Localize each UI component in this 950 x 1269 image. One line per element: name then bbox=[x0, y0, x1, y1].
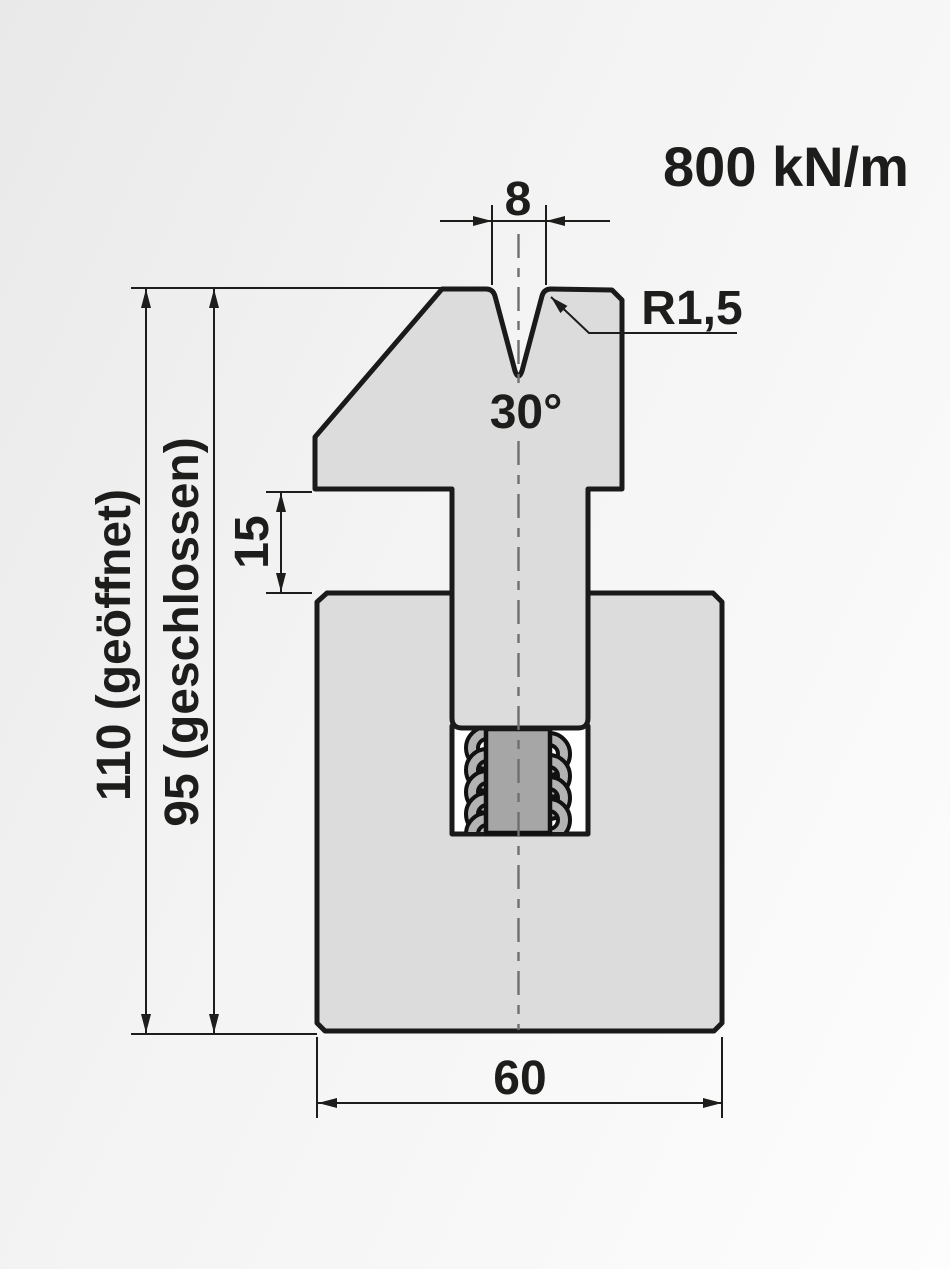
coil-spring bbox=[464, 729, 572, 832]
load-rating-label: 800 kN/m bbox=[663, 135, 909, 198]
dim-closed-height-label: 95 (geschlossen) bbox=[156, 437, 209, 826]
dim-v-width-label: 8 bbox=[505, 173, 532, 226]
dim-height-lines bbox=[131, 287, 442, 1035]
dim-open-height-label: 110 (geöffnet) bbox=[88, 489, 141, 801]
dim-slot-height-label: 15 bbox=[226, 515, 279, 568]
die-insert bbox=[312, 286, 625, 731]
dim-base-width-label: 60 bbox=[493, 1052, 546, 1105]
dimension-arrowheads bbox=[141, 216, 722, 1108]
coil-spring-left-loops bbox=[464, 729, 489, 832]
angle-label: 30° bbox=[490, 386, 563, 439]
radius-label: R1,5 bbox=[641, 282, 742, 335]
dim-v-width-lines bbox=[440, 205, 610, 285]
dim-base-width-lines bbox=[316, 1037, 723, 1118]
coil-spring-right-loops bbox=[547, 730, 572, 832]
dimension-linework bbox=[131, 205, 737, 1118]
